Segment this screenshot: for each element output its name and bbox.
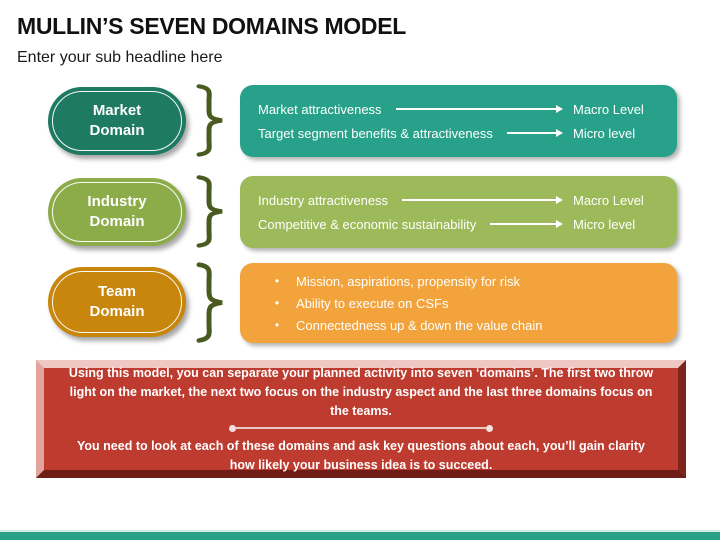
bottom-accent-bar <box>0 530 720 540</box>
item-label: Competitive & economic sustainability <box>258 216 477 232</box>
industry-domain-box: Industry attractiveness Macro Level Comp… <box>240 176 677 248</box>
team-domain-oval: Team Domain <box>48 267 186 337</box>
level-label: Macro Level <box>573 192 644 208</box>
market-domain-oval: Market Domain <box>48 87 186 155</box>
market-domain-box: Market attractiveness Macro Level Target… <box>240 85 677 157</box>
bullet-label: Mission, aspirations, propensity for ris… <box>296 273 520 289</box>
bullet-icon: • <box>274 296 280 310</box>
level-label: Micro level <box>573 125 636 141</box>
list-item: Target segment benefits & attractiveness… <box>258 126 657 141</box>
list-item: • Ability to execute on CSFs <box>258 296 657 311</box>
page-title: MULLIN’S SEVEN DOMAINS MODEL <box>17 13 407 39</box>
list-item: Industry attractiveness Macro Level <box>258 193 657 208</box>
team-domain-row: Team Domain • Mission, aspirations, prop… <box>0 262 720 343</box>
divider-dot <box>229 424 236 432</box>
bullet-label: Connectedness up & down the value chain <box>296 317 543 333</box>
curly-brace-icon <box>196 262 223 343</box>
description-paragraph-2: You need to look at each of these domain… <box>77 438 645 472</box>
level-label: Macro Level <box>573 101 644 117</box>
right-arrow-icon <box>395 105 563 113</box>
bullet-icon: • <box>274 274 280 288</box>
item-label: Target segment benefits & attractiveness <box>258 125 493 141</box>
bullet-label: Ability to execute on CSFs <box>296 295 449 311</box>
team-domain-box: • Mission, aspirations, propensity for r… <box>240 263 677 343</box>
divider <box>229 424 493 432</box>
list-item: • Mission, aspirations, propensity for r… <box>258 274 657 289</box>
market-domain-row: Market Domain Market attractiveness Macr… <box>0 84 720 157</box>
bullet-icon: • <box>274 318 280 332</box>
list-item: Competitive & economic sustainability Mi… <box>258 217 657 232</box>
description-box: Using this model, you can separate your … <box>36 360 686 478</box>
right-arrow-icon <box>402 196 563 204</box>
industry-domain-label: Industry Domain <box>87 193 147 230</box>
list-item: Market attractiveness Macro Level <box>258 102 657 117</box>
curly-brace-icon <box>196 84 223 157</box>
right-arrow-icon <box>506 129 563 137</box>
level-label: Micro level <box>573 216 636 232</box>
sub-headline: Enter your sub headline here <box>17 49 223 66</box>
item-label: Industry attractiveness <box>258 192 389 208</box>
market-domain-label: Market Domain <box>89 102 145 139</box>
list-item: • Connectedness up & down the value chai… <box>258 318 657 333</box>
industry-domain-oval: Industry Domain <box>48 178 186 246</box>
industry-domain-row: Industry Domain Industry attractiveness … <box>0 175 720 248</box>
team-domain-label: Team Domain <box>89 283 145 320</box>
divider-dot <box>486 424 493 432</box>
curly-brace-icon <box>196 175 223 248</box>
item-label: Market attractiveness <box>258 101 382 117</box>
divider-line <box>236 427 486 429</box>
description-paragraph-1: Using this model, you can separate your … <box>68 365 654 418</box>
right-arrow-icon <box>490 220 563 228</box>
